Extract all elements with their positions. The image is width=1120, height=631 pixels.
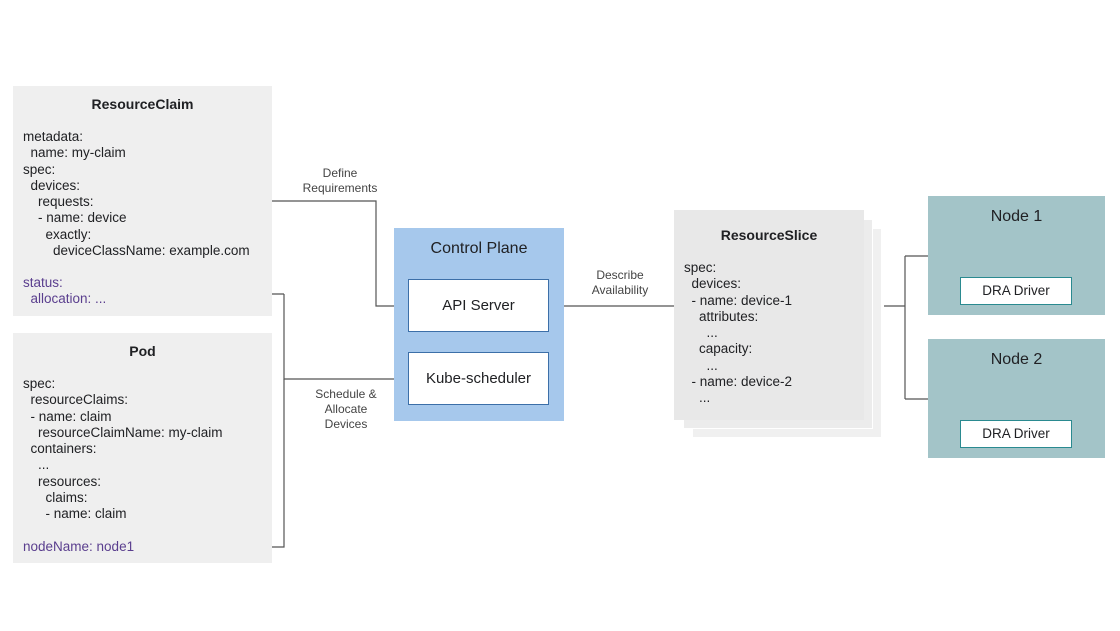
resource-claim-status: status: allocation: ... [23,275,107,307]
pod-node-name: nodeName: node1 [23,539,135,554]
define-requirements-label: Define Requirements [302,166,378,195]
resource-slice-title: ResourceSlice [720,227,818,243]
resource-slice-spec: spec: devices: - name: device-1 attribut… [684,260,793,406]
api-server-box: API Server [408,279,549,332]
schedule-allocate-label: Schedule & Allocate Devices [315,387,377,431]
define-requirements-arrow [272,200,407,310]
resource-claim-panel: ResourceClaim metadata: name: my-claim s… [13,86,272,316]
describe-availability-label: Describe Availability [591,268,649,297]
node-2-dra-driver: DRA Driver [960,420,1072,448]
node-1-panel: Node 1 DRA Driver [928,196,1105,315]
resource-slice-panel: ResourceSlice spec: devices: - name: dev… [674,210,864,420]
resource-claim-spec: metadata: name: my-claim spec: devices: … [23,129,250,259]
kube-scheduler-box: Kube-scheduler [408,352,549,405]
resource-claim-title: ResourceClaim [91,96,194,112]
control-plane-panel: Control Plane API Server Kube-scheduler [394,228,564,421]
pod-title: Pod [129,343,156,359]
node-2-panel: Node 2 DRA Driver [928,339,1105,458]
schedule-trunk-line [283,294,408,380]
node-1-dra-driver: DRA Driver [960,277,1072,305]
node-1-title: Node 1 [990,208,1043,225]
control-plane-title: Control Plane [430,240,528,257]
pod-spec: spec: resourceClaims: - name: claim reso… [23,376,223,522]
node-2-title: Node 2 [990,351,1043,368]
pod-panel: Pod spec: resourceClaims: - name: claim … [13,333,272,563]
slice-to-nodes-bracket [884,255,928,400]
